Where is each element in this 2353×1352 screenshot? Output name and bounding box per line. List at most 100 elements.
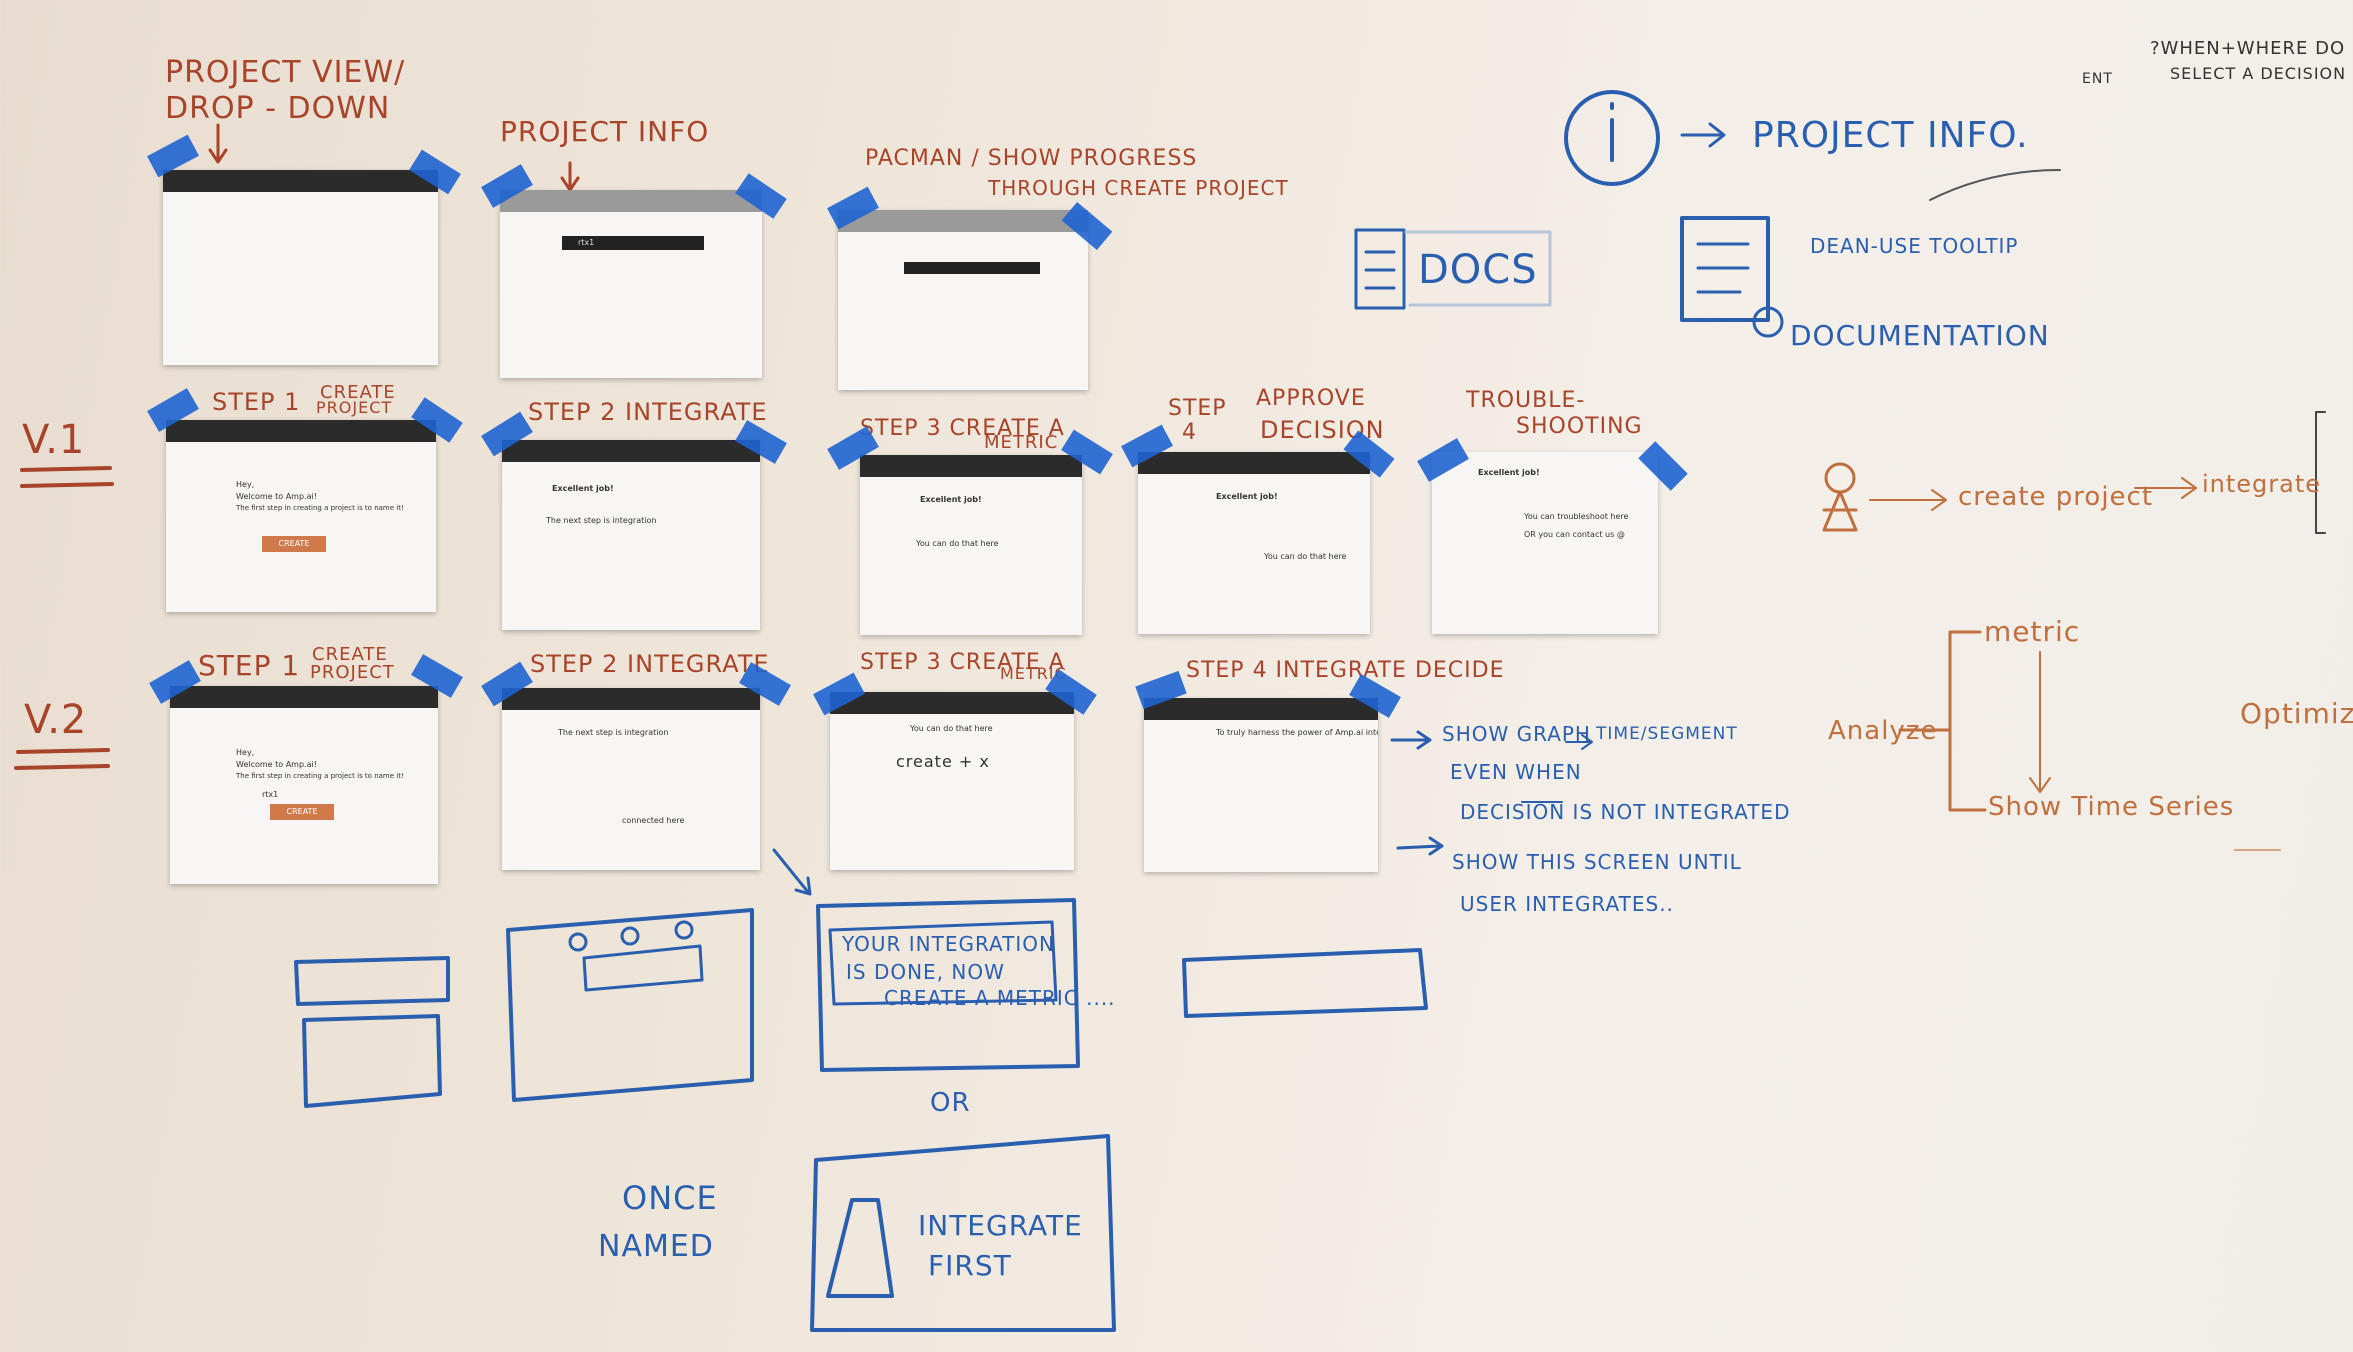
label-show-graph: SHOW GRAPH xyxy=(1442,722,1591,746)
paper-pacman xyxy=(838,210,1088,390)
label-v1-step4: STEP xyxy=(1168,396,1227,421)
label-integrate-flow: integrate xyxy=(2202,470,2322,498)
paper-header xyxy=(500,190,762,212)
label-user-integrates: USER INTEGRATES.. xyxy=(1460,892,1674,916)
label-v2-create: CREATE xyxy=(312,644,388,665)
welcome-line: Welcome to Amp.ai! xyxy=(236,760,317,769)
paper-header xyxy=(166,420,436,442)
label-v2-metric: METRIC xyxy=(1000,664,1067,683)
label-v1-step2: STEP 2 INTEGRATE xyxy=(528,398,768,426)
harness-text: To truly harness the power of Amp.ai int… xyxy=(1216,728,1378,737)
paper-header xyxy=(860,455,1082,477)
label-project-view: PROJECT VIEW/ xyxy=(165,55,406,90)
label-time-segment: TIME/SEGMENT xyxy=(1596,724,1738,744)
paper-header xyxy=(163,170,438,192)
excellent-text: Excellent job! xyxy=(1478,468,1540,477)
label-v2-project: PROJECT xyxy=(310,662,395,683)
label-v2-step3: STEP 3 CREATE A xyxy=(860,650,1065,675)
paper-header xyxy=(502,688,760,710)
troubleshoot-text: You can troubleshoot here xyxy=(1524,512,1629,521)
paper-header xyxy=(1144,698,1378,720)
project-name: rtx1 xyxy=(262,790,279,799)
dropdown-bar xyxy=(562,236,704,250)
dropdown-project-name: rtx1 xyxy=(578,238,595,247)
label-decision-not: DECISION IS NOT INTEGRATED xyxy=(1460,800,1791,824)
label-documentation: DOCUMENTATION xyxy=(1790,319,2050,352)
welcome-hey: Hey, xyxy=(236,748,255,757)
label-named: NAMED xyxy=(598,1229,714,1264)
label-create-project: create project xyxy=(1958,482,2154,512)
paper-project-view xyxy=(163,170,438,365)
label-shooting: SHOOTING xyxy=(1516,414,1643,439)
label-metric: metric xyxy=(1984,615,2081,648)
paper-v1-step4: Excellent job! You can do that here xyxy=(1138,452,1370,634)
label-once: ONCE xyxy=(622,1179,718,1217)
label-analyze: Analyze xyxy=(1828,716,1938,746)
label-v1: V.1 xyxy=(22,417,86,463)
paper-v2-step3: You can do that here create + x xyxy=(830,692,1074,870)
paper-header xyxy=(170,686,438,708)
label-even-when: EVEN WHEN xyxy=(1450,760,1582,784)
progress-bar xyxy=(904,262,1040,274)
excellent-text: Excellent job! xyxy=(552,484,614,493)
label-v2: V.2 xyxy=(24,697,88,743)
welcome-first: The first step in creating a project is … xyxy=(236,504,404,512)
contact-text: OR you can contact us @ xyxy=(1524,530,1625,539)
label-show-screen: SHOW THIS SCREEN UNTIL xyxy=(1452,850,1742,874)
label-v1-step3: STEP 3 CREATE A xyxy=(860,416,1065,441)
welcome-hey: Hey, xyxy=(236,480,255,489)
paper-header xyxy=(502,440,760,462)
label-corner-2: SELECT A DECISION xyxy=(2170,64,2347,83)
excellent-text: Excellent job! xyxy=(1216,492,1278,501)
paper-v2-step2: The next step is integration connected h… xyxy=(502,688,760,870)
you-can-do-text: You can do that here xyxy=(910,724,993,733)
label-dean-tooltip: DEAN-USE TOOLTIP xyxy=(1810,234,2019,258)
label-v2-step4: STEP 4 INTEGRATE DECIDE xyxy=(1186,658,1505,683)
label-v1-project: PROJECT xyxy=(316,398,393,417)
label-project-info-right: PROJECT INFO. xyxy=(1752,115,2029,156)
label-approve: APPROVE xyxy=(1256,386,1366,411)
label-drop-down: DROP - DOWN xyxy=(165,91,391,126)
label-is-done: IS DONE, NOW xyxy=(846,960,1005,984)
welcome-first: The first step in creating a project is … xyxy=(236,772,404,780)
label-integrate-first-1: INTEGRATE xyxy=(918,1209,1083,1242)
label-corner-1: ?WHEN+WHERE DO xyxy=(2150,38,2346,59)
paper-v2-step4: To truly harness the power of Amp.ai int… xyxy=(1144,698,1378,872)
label-or: OR xyxy=(930,1088,971,1118)
label-show-time-series: Show Time Series xyxy=(1988,792,2235,822)
paper-troubleshooting: Excellent job! You can troubleshoot here… xyxy=(1432,452,1658,634)
create-button[interactable]: CREATE xyxy=(270,804,334,820)
create-button[interactable]: CREATE xyxy=(262,536,326,552)
label-project-info-top: PROJECT INFO xyxy=(500,115,710,148)
label-your-integration: YOUR INTEGRATION xyxy=(842,932,1056,956)
label-docs: DOCS xyxy=(1418,247,1538,293)
label-v2-step1: STEP 1 xyxy=(198,649,301,682)
label-integrate-first-2: FIRST xyxy=(928,1249,1012,1282)
label-optimize: Optimize xyxy=(2240,697,2353,730)
label-create-metric: CREATE A METRIC .... xyxy=(884,986,1116,1010)
welcome-line: Welcome to Amp.ai! xyxy=(236,492,317,501)
you-can-do-text: You can do that here xyxy=(1264,552,1347,561)
paper-v2-step1: Hey, Welcome to Amp.ai! The first step i… xyxy=(170,686,438,884)
next-step-integration: The next step is integration xyxy=(546,516,657,525)
paper-header xyxy=(830,692,1074,714)
sketch-create-x: create + x xyxy=(896,752,990,771)
label-v1-step4-num: 4 xyxy=(1182,420,1197,445)
label-v2-step2: STEP 2 INTEGRATE xyxy=(530,650,770,678)
label-corner-3: ENT xyxy=(2082,71,2113,87)
paper-project-info: rtx1 xyxy=(500,190,762,378)
label-pacman-1: PACMAN / SHOW PROGRESS xyxy=(865,146,1198,171)
you-can-do-text: You can do that here xyxy=(916,539,999,548)
label-v1-create: CREATE xyxy=(320,382,396,403)
label-v1-metric: METRIC xyxy=(984,432,1059,453)
next-step-integration: The next step is integration xyxy=(558,728,669,737)
label-trouble: TROUBLE- xyxy=(1466,388,1586,413)
label-v1-step1: STEP 1 xyxy=(212,388,301,416)
paper-v1-step2: Excellent job! The next step is integrat… xyxy=(502,440,760,630)
paper-header xyxy=(838,210,1088,232)
paper-v1-step1: Hey, Welcome to Amp.ai! The first step i… xyxy=(166,420,436,612)
paper-v1-step3: Excellent job! You can do that here xyxy=(860,455,1082,635)
connected-text: connected here xyxy=(622,816,685,825)
excellent-text: Excellent job! xyxy=(920,495,982,504)
